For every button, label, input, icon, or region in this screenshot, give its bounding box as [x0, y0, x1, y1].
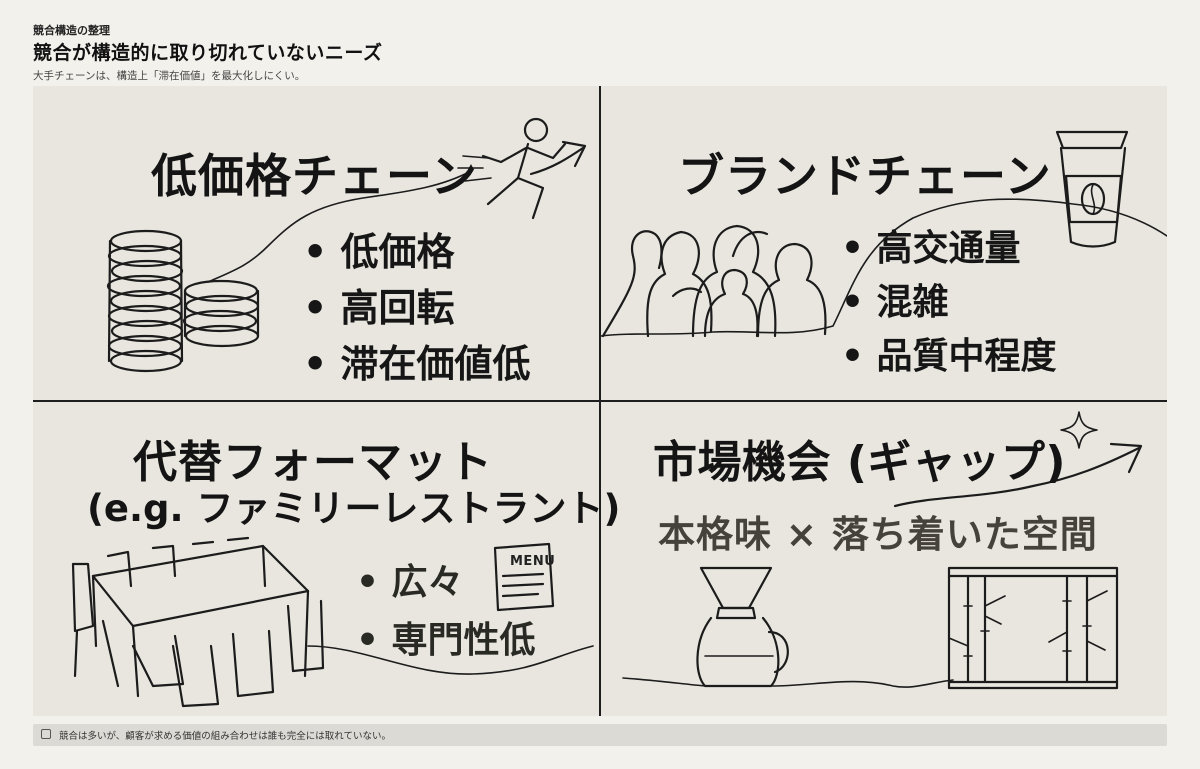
- bullet-list-alternative: 広々 専門性低: [356, 554, 536, 670]
- list-item: 低価格: [303, 224, 531, 280]
- coffee-cup-icon: [1055, 130, 1129, 248]
- list-item: 滞在価値低: [303, 336, 531, 392]
- opportunity-statement: 本格味 × 落ち着いた空間: [658, 513, 1098, 556]
- page-subtitle: 大手チェーンは、構造上「滞在価値」を最大化しにくい。: [33, 70, 306, 82]
- arrow-icon: [893, 442, 1143, 508]
- list-item: 混雑: [841, 276, 1057, 330]
- quadrant-title-opportunity: 市場機会 (ギャップ): [653, 437, 1067, 488]
- line-art: [71, 117, 1167, 708]
- list-item: 高回転: [303, 280, 531, 336]
- coin-stack-icon: [106, 229, 260, 373]
- quadrant-title-alternative: 代替フォーマット: [133, 437, 493, 488]
- list-item: 専門性低: [356, 612, 536, 670]
- bamboo-window-icon: [947, 566, 1119, 690]
- quadrant-title-low-price: 低価格チェーン: [151, 149, 478, 203]
- quadrant-panel: 低価格チェーン 低価格 高回転 滞在価値低 ブランドチェーン 高交通量 混雑 品…: [33, 86, 1167, 716]
- list-item: 品質中程度: [841, 330, 1057, 384]
- page-title: 競合が構造的に取り切れていないニーズ: [33, 42, 383, 64]
- dining-table-icon: [71, 536, 594, 708]
- list-item: 高交通量: [841, 222, 1057, 276]
- note-icon: [41, 729, 51, 739]
- sparkle-icon: [1060, 411, 1098, 449]
- bullet-list-brand: 高交通量 混雑 品質中程度: [841, 222, 1057, 384]
- menu-label: MENU: [510, 554, 556, 569]
- bullet-list-low-price: 低価格 高回転 滞在価値低: [303, 224, 531, 392]
- quadrant-divider-horizontal: [33, 400, 1167, 402]
- pour-over-icon: [622, 566, 954, 688]
- arrow-icon: [529, 140, 587, 176]
- quadrant-subtitle-alternative: (e.g. ファミリーレストラント): [87, 487, 621, 530]
- footer-text: 競合は多いが、顧客が求める価値の組み合わせは誰も完全には取れていない。: [59, 731, 392, 742]
- section-label: 競合構造の整理: [33, 24, 110, 37]
- list-item: 広々: [356, 554, 536, 612]
- flow-line: [207, 170, 472, 283]
- running-man-icon: [457, 117, 567, 220]
- footer-note: 競合は多いが、顧客が求める価値の組み合わせは誰も完全には取れていない。: [33, 724, 1167, 746]
- quadrant-title-brand: ブランドチェーン: [678, 149, 1052, 203]
